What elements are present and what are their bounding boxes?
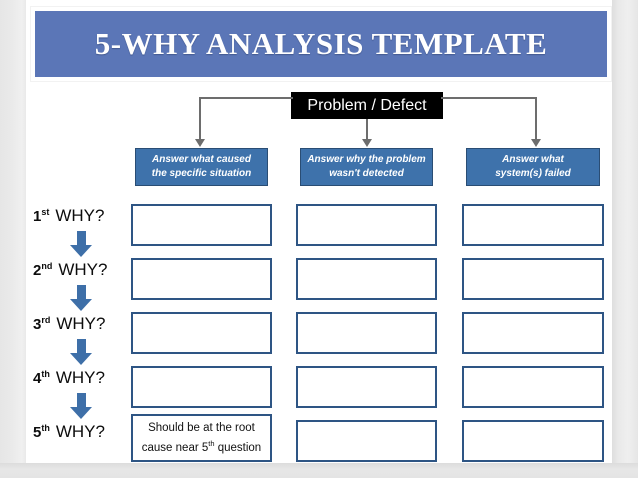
problem-defect-box: Problem / Defect (291, 92, 443, 119)
connector-middle-arrowhead (362, 139, 372, 147)
title-bar: 5-WHY ANALYSIS TEMPLATE (35, 11, 607, 77)
why-ordinal-2: 2nd (33, 261, 53, 279)
column-header-1-line1: Answer what caused (152, 154, 251, 165)
why-word-5: WHY? (55, 422, 105, 441)
why-ordinal-5: 5th (33, 423, 50, 441)
why-label-5: 5th WHY? (33, 422, 129, 442)
column-header-1: Answer what caused the specific situatio… (135, 148, 268, 186)
answer-box-col1-row5[interactable]: Should be at the root cause near 5th que… (131, 414, 272, 462)
column-header-3-line1: Answer what (502, 154, 564, 165)
title-frame: 5-WHY ANALYSIS TEMPLATE (30, 6, 612, 82)
root-cause-note-line1: Should be at the root (148, 422, 255, 435)
answer-box-col3-row4[interactable] (462, 366, 604, 408)
why-word-3: WHY? (56, 314, 106, 333)
why-word-2: WHY? (58, 260, 108, 279)
connector-right-vertical (535, 97, 537, 140)
connector-middle-vertical (366, 119, 368, 140)
answer-box-col2-row4[interactable] (296, 366, 437, 408)
answer-box-col1-row4[interactable] (131, 366, 272, 408)
answer-box-col1-row3[interactable] (131, 312, 272, 354)
answer-box-col1-row2[interactable] (131, 258, 272, 300)
column-header-1-line2: the specific situation (151, 168, 252, 179)
answer-box-col2-row1[interactable] (296, 204, 437, 246)
down-arrow-icon-3 (70, 339, 92, 365)
answer-box-col3-row3[interactable] (462, 312, 604, 354)
column-header-2: Answer why the problem wasn't detected (300, 148, 433, 186)
answer-box-col2-row2[interactable] (296, 258, 437, 300)
root-cause-note-line2-sup: th (208, 439, 215, 449)
answer-box-col3-row2[interactable] (462, 258, 604, 300)
slide-edge-right (612, 0, 638, 478)
why-ordinal-1: 1st (33, 207, 50, 225)
connector-right-arrowhead (531, 139, 541, 147)
why-label-4: 4th WHY? (33, 368, 129, 388)
down-arrow-icon-1 (70, 231, 92, 257)
root-cause-note-line2-pre: cause near 5 (141, 441, 209, 454)
why-word-1: WHY? (55, 206, 105, 225)
why-ordinal-3: 3rd (33, 315, 51, 333)
answer-box-col1-row1[interactable] (131, 204, 272, 246)
why-word-4: WHY? (55, 368, 105, 387)
answer-box-col2-row5[interactable] (296, 420, 437, 462)
answer-box-col2-row3[interactable] (296, 312, 437, 354)
root-cause-note-line2-post: question (214, 441, 262, 454)
column-header-2-line1: Answer why the problem (307, 154, 426, 165)
slide-edge-bottom (0, 463, 638, 478)
root-cause-note: Should be at the root cause near 5th que… (142, 420, 261, 456)
answer-box-col3-row1[interactable] (462, 204, 604, 246)
column-header-3-line2: system(s) failed (495, 168, 571, 179)
down-arrow-icon-2 (70, 285, 92, 311)
problem-defect-label: Problem / Defect (307, 96, 427, 114)
why-label-1: 1st WHY? (33, 206, 129, 226)
column-header-2-line2: wasn't detected (329, 168, 404, 179)
connector-right-horizontal (441, 97, 537, 99)
connector-left-vertical (199, 97, 201, 140)
connector-left-arrowhead (195, 139, 205, 147)
down-arrow-icon-4 (70, 393, 92, 419)
column-header-3: Answer what system(s) failed (466, 148, 600, 186)
why-ordinal-4: 4th (33, 369, 50, 387)
connector-left-horizontal (199, 97, 293, 99)
page-title: 5-WHY ANALYSIS TEMPLATE (94, 26, 548, 61)
why-label-3: 3rd WHY? (33, 314, 129, 334)
answer-box-col3-row5[interactable] (462, 420, 604, 462)
why-label-2: 2nd WHY? (33, 260, 129, 280)
